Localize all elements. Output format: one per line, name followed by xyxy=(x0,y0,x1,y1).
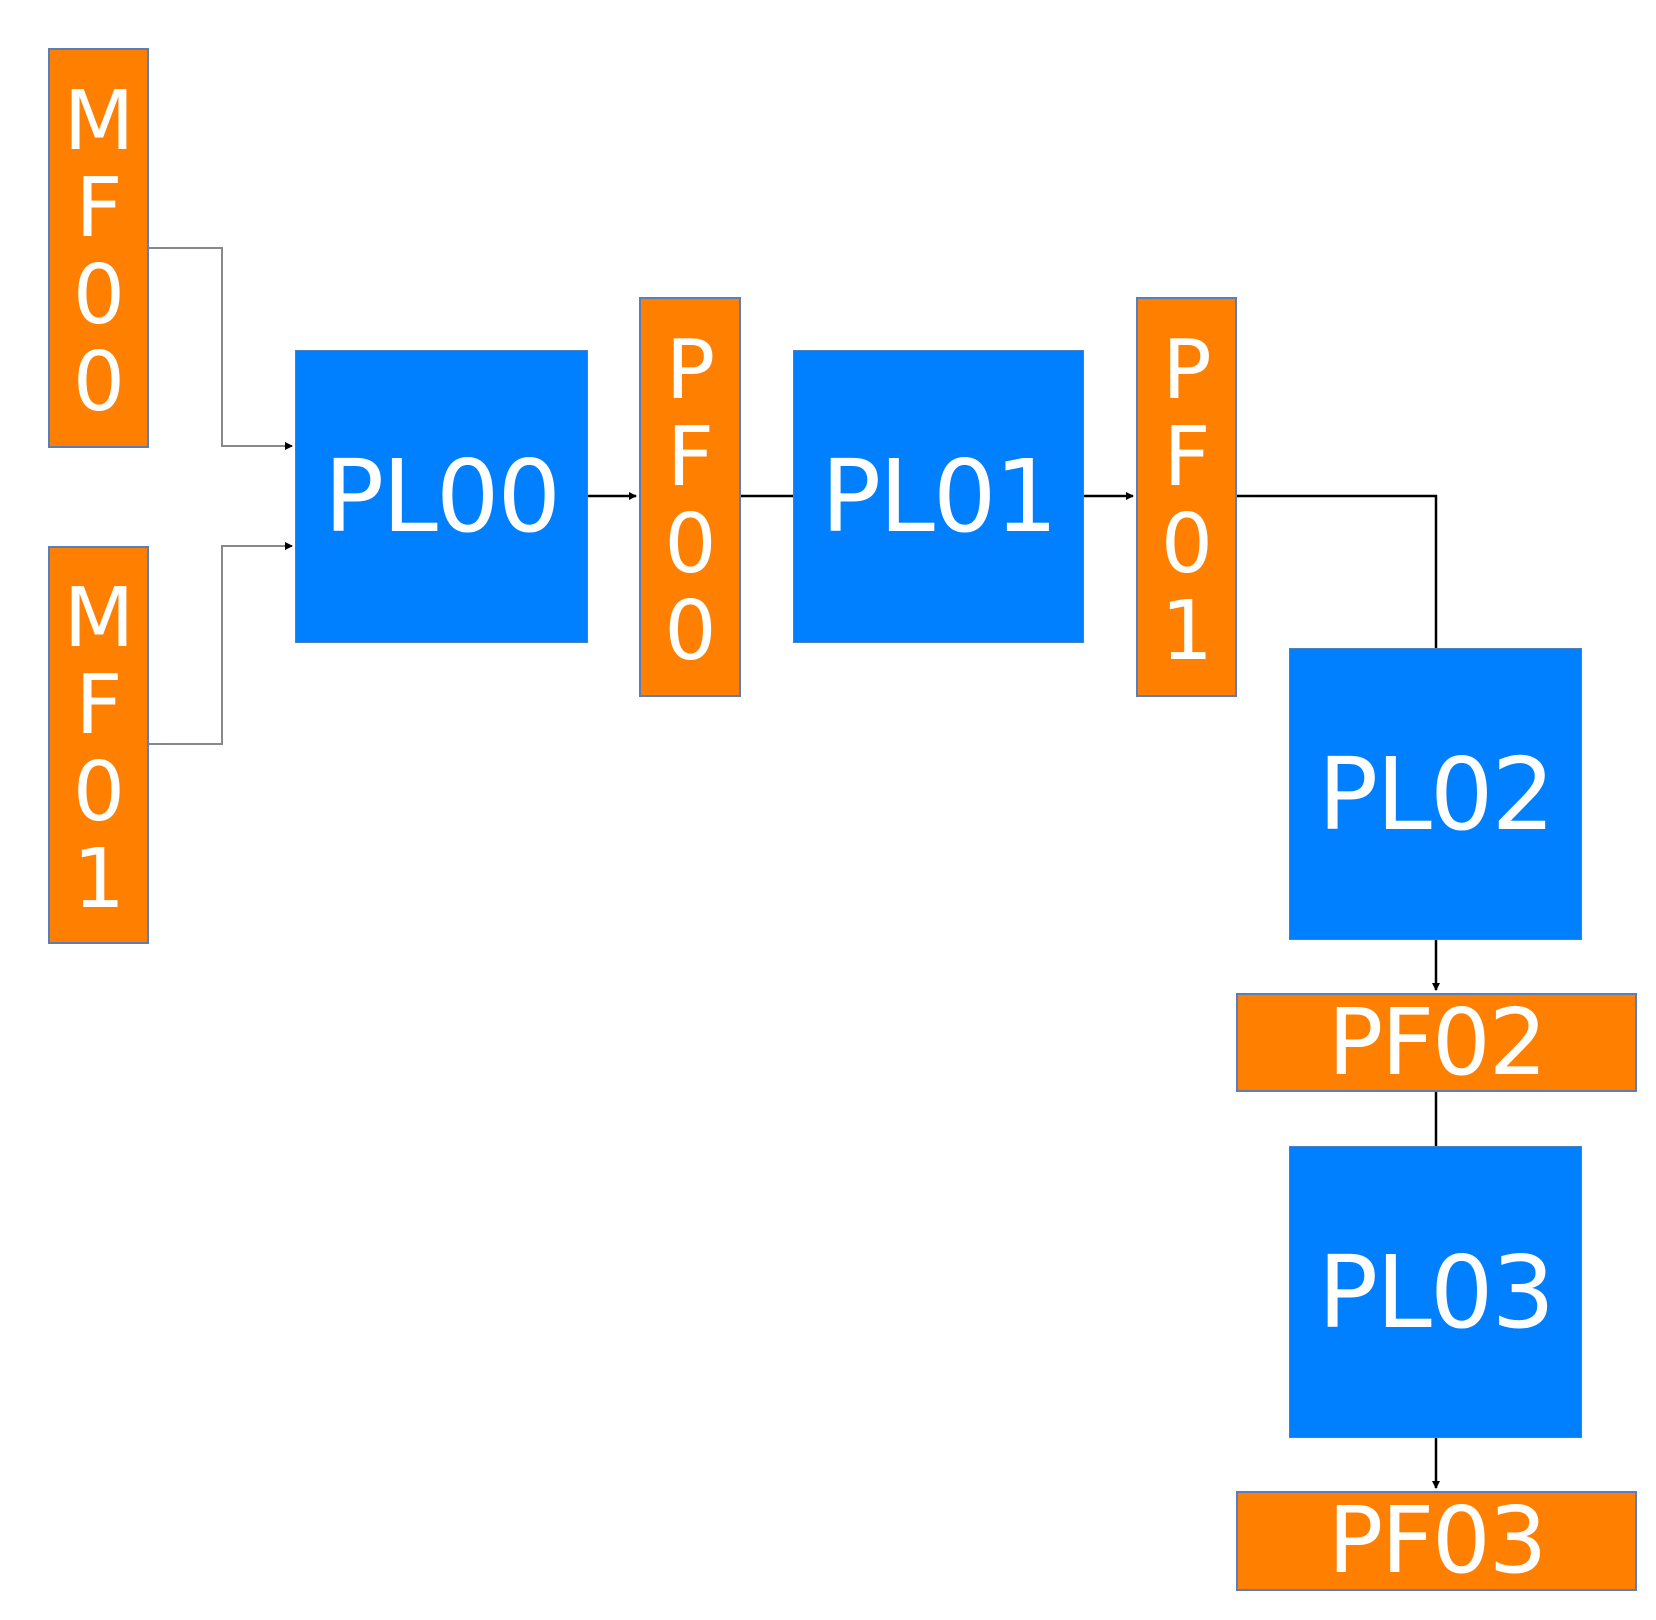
pipeline-pl02: PL02 xyxy=(1289,648,1582,940)
pipeline-pl00: PL00 xyxy=(295,350,588,643)
fifo-pf03: PF03 xyxy=(1236,1491,1637,1591)
fifo-pf01-label: PF01 xyxy=(1139,323,1235,671)
pipeline-pl03: PL03 xyxy=(1289,1146,1582,1438)
pipeline-pl02-label: PL02 xyxy=(1317,735,1555,853)
fifo-pf00: PF00 xyxy=(639,297,741,697)
pipeline-pl03-label: PL03 xyxy=(1317,1233,1555,1351)
pipeline-pl00-label: PL00 xyxy=(323,438,561,555)
fifo-pf03-label: PF03 xyxy=(1327,1487,1547,1594)
edge-mf01-pl00 xyxy=(149,542,293,745)
pipeline-pl01: PL01 xyxy=(793,350,1084,643)
fifo-pf00-label: PF00 xyxy=(643,323,738,671)
fifo-mf00: MF00 xyxy=(48,48,149,448)
fifo-mf00-label: MF00 xyxy=(51,74,147,422)
fifo-mf01-label: MF01 xyxy=(51,571,147,919)
edge-pf01-pl02 xyxy=(1237,494,1438,648)
edge-mf00-pl00 xyxy=(149,247,293,450)
pipeline-pl01-label: PL01 xyxy=(820,438,1058,555)
fifo-pf02-label: PF02 xyxy=(1327,988,1547,1096)
fifo-pf01: PF01 xyxy=(1136,297,1237,697)
fifo-pf02: PF02 xyxy=(1236,993,1637,1092)
fifo-mf01: MF01 xyxy=(48,546,149,944)
